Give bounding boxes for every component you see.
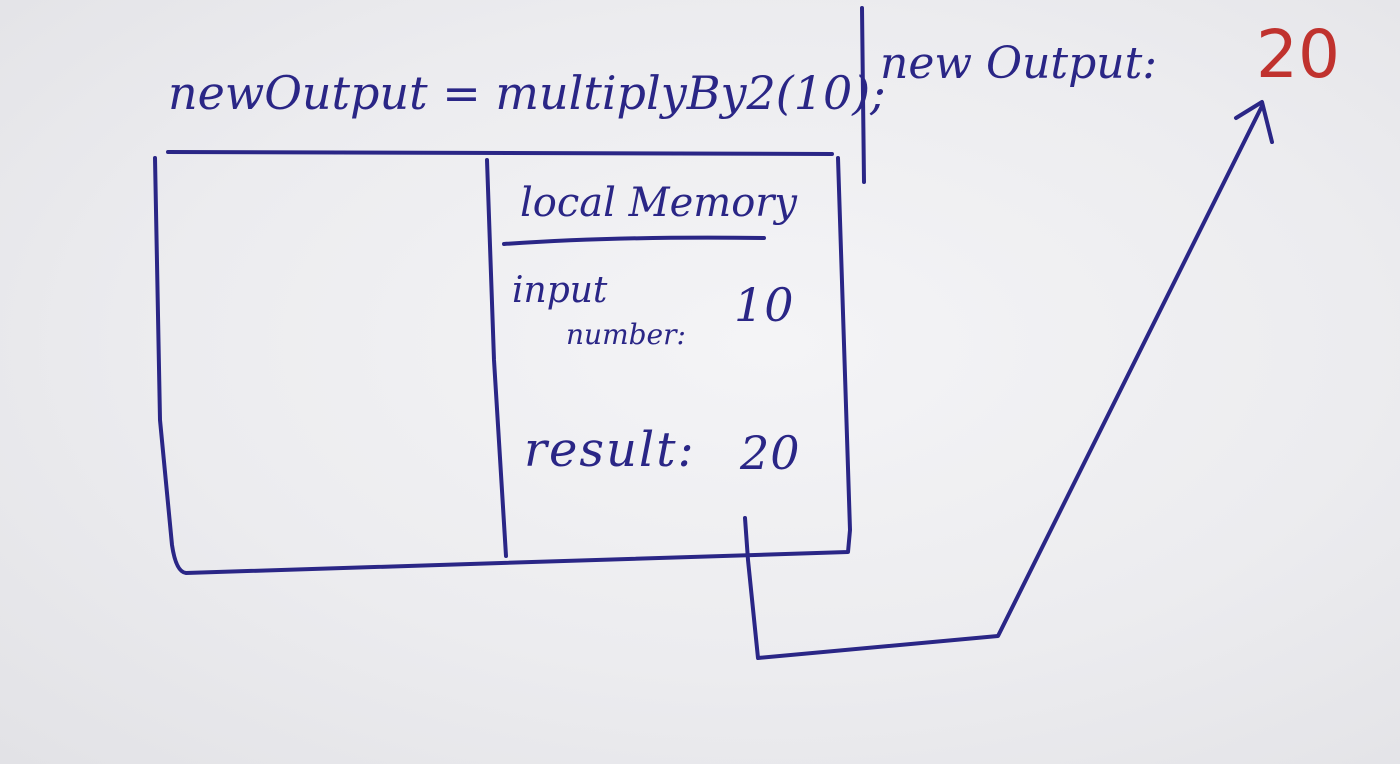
input-value: 10 [734,278,795,332]
global-output-label: new Output: [880,38,1158,89]
result-value: 20 [740,426,801,480]
input-label-line2: number: [566,318,686,351]
local-memory-divider [485,158,508,558]
result-label: result: [524,422,696,478]
separator-line [860,6,866,184]
return-arrow-line [743,104,1264,660]
global-output-value: 20 [1256,16,1340,93]
execution-context-box [153,150,852,575]
input-label-line1: input [512,270,608,311]
return-arrow-head [1234,100,1274,144]
local-memory-title: local Memory [520,180,797,226]
local-memory-underline [502,235,766,246]
call-statement: newOutput = multiplyBy2(10); [168,66,886,120]
